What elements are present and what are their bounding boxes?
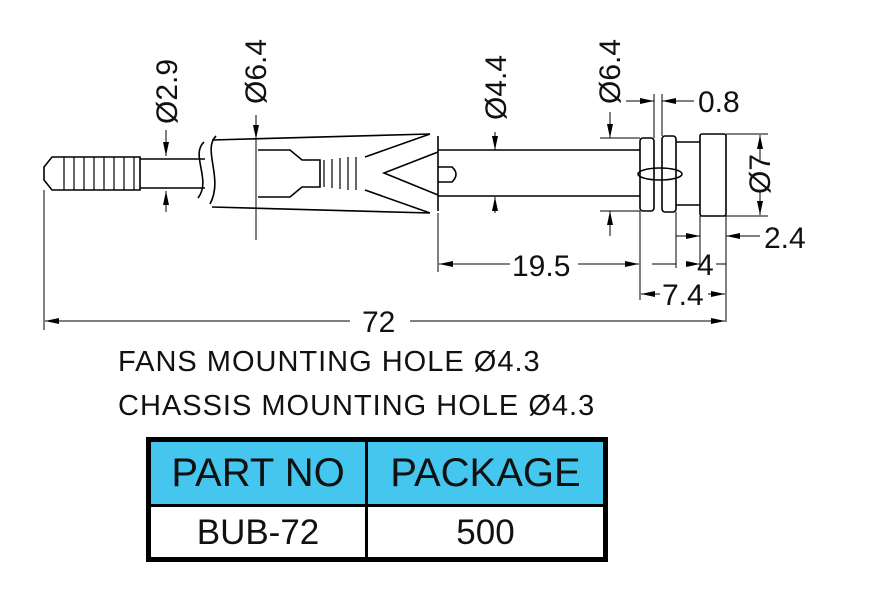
table-header-row: PART NO PACKAGE	[146, 438, 607, 507]
dimension-lines	[43, 94, 768, 330]
dim-cap-length: 7.4	[662, 279, 704, 312]
dim-gap: 0.8	[698, 86, 740, 119]
dim-flange-diameter: Ø6.4	[594, 39, 627, 104]
part-table: PART NO PACKAGE BUB-72 500	[146, 437, 608, 562]
dim-shaft-length: 19.5	[512, 250, 570, 283]
header-part-no: PART NO	[146, 438, 369, 507]
header-package: PACKAGE	[365, 438, 607, 507]
rivet-outline	[43, 133, 727, 217]
dim-tip-diameter: Ø2.9	[151, 59, 184, 124]
dim-rear-shaft-diameter: Ø6.4	[240, 39, 273, 104]
waist-ribs	[323, 157, 357, 190]
chassis-mounting-note: CHASSIS MOUNTING HOLE Ø4.3	[118, 390, 596, 422]
dim-total-length: 72	[362, 306, 395, 339]
cell-package: 500	[365, 504, 607, 561]
dim-head-length: 2.4	[764, 222, 806, 255]
dim-mid-length: 4	[697, 249, 714, 282]
tip-barbs	[63, 157, 135, 190]
dim-front-shaft-diameter: Ø4.4	[480, 55, 513, 120]
dim-head-diameter: Ø7	[744, 154, 777, 194]
fans-mounting-note: FANS MOUNTING HOLE Ø4.3	[118, 346, 541, 378]
cell-part-no: BUB-72	[146, 504, 369, 561]
table-row: BUB-72 500	[146, 504, 607, 561]
